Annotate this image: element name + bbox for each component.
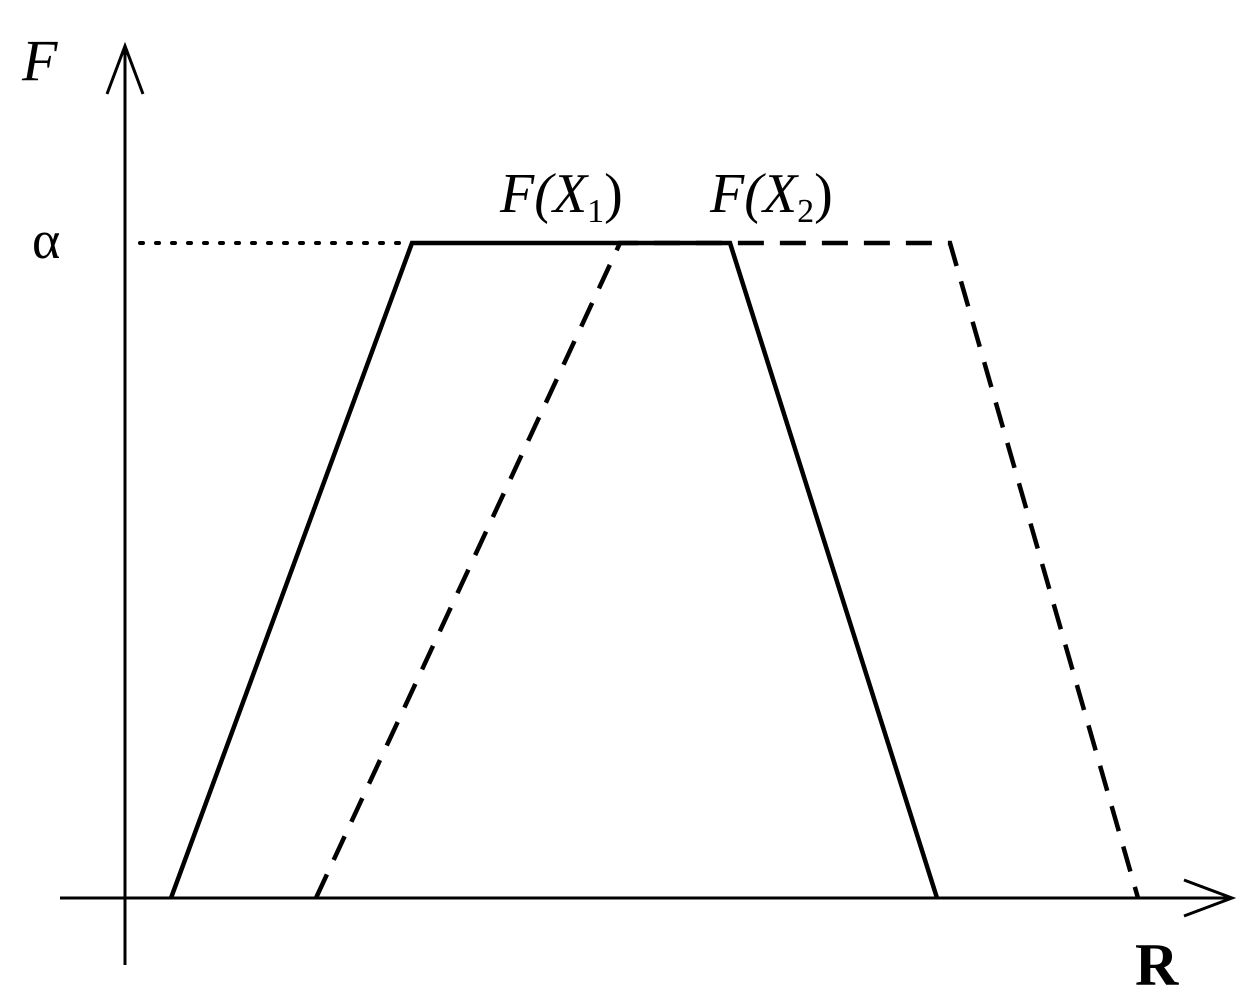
curve-label-f-x2-main: F(X (709, 163, 800, 225)
curve-label-f-x2-sub: 2 (797, 193, 814, 230)
trapezoid-f-x1 (168, 240, 940, 899)
alpha-label: α (32, 210, 60, 270)
trapezoid-f-x2 (313, 240, 1141, 899)
curve-label-f-x1: F(X1) (499, 163, 623, 230)
curve-label-f-x2: F(X2) (709, 163, 833, 230)
curve-label-f-x1-close: ) (604, 163, 623, 225)
curve-label-f-x1-sub: 1 (587, 193, 604, 230)
y-axis-arrowhead (105, 41, 145, 95)
curve-label-f-x1-main: F(X (499, 163, 590, 225)
x-axis-label: R (1135, 932, 1179, 998)
x-axis-arrowhead (1183, 878, 1237, 918)
curve-label-f-x2-close: ) (814, 163, 833, 225)
y-axis-label: F (21, 28, 58, 93)
